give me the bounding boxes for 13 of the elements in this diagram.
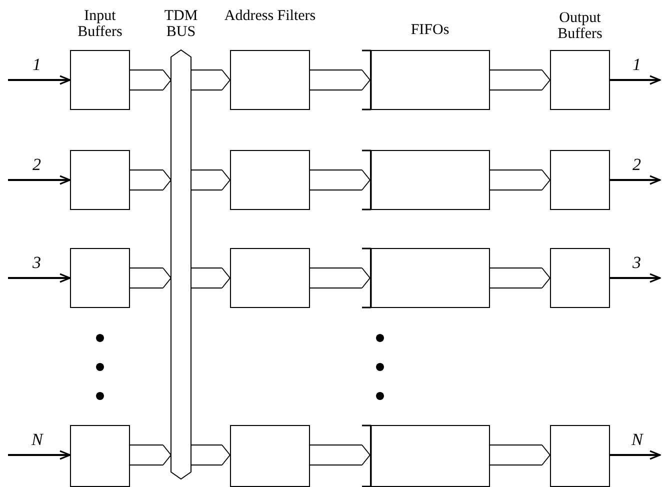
column-heading: Address Filters: [223, 8, 317, 24]
arrow: [610, 450, 661, 460]
column-heading: Input Buffers: [76, 8, 124, 40]
column-heading: FIFOs: [410, 22, 450, 38]
arrow: [8, 175, 71, 185]
arrow: [8, 450, 71, 460]
arrow: [8, 273, 71, 283]
bus-label: TDM BUS: [163, 8, 199, 40]
arrow: [8, 75, 71, 85]
arrow: [610, 75, 661, 85]
arrow: [610, 175, 661, 185]
arrow: [610, 273, 661, 283]
column-heading: Output Buffers: [556, 10, 604, 42]
